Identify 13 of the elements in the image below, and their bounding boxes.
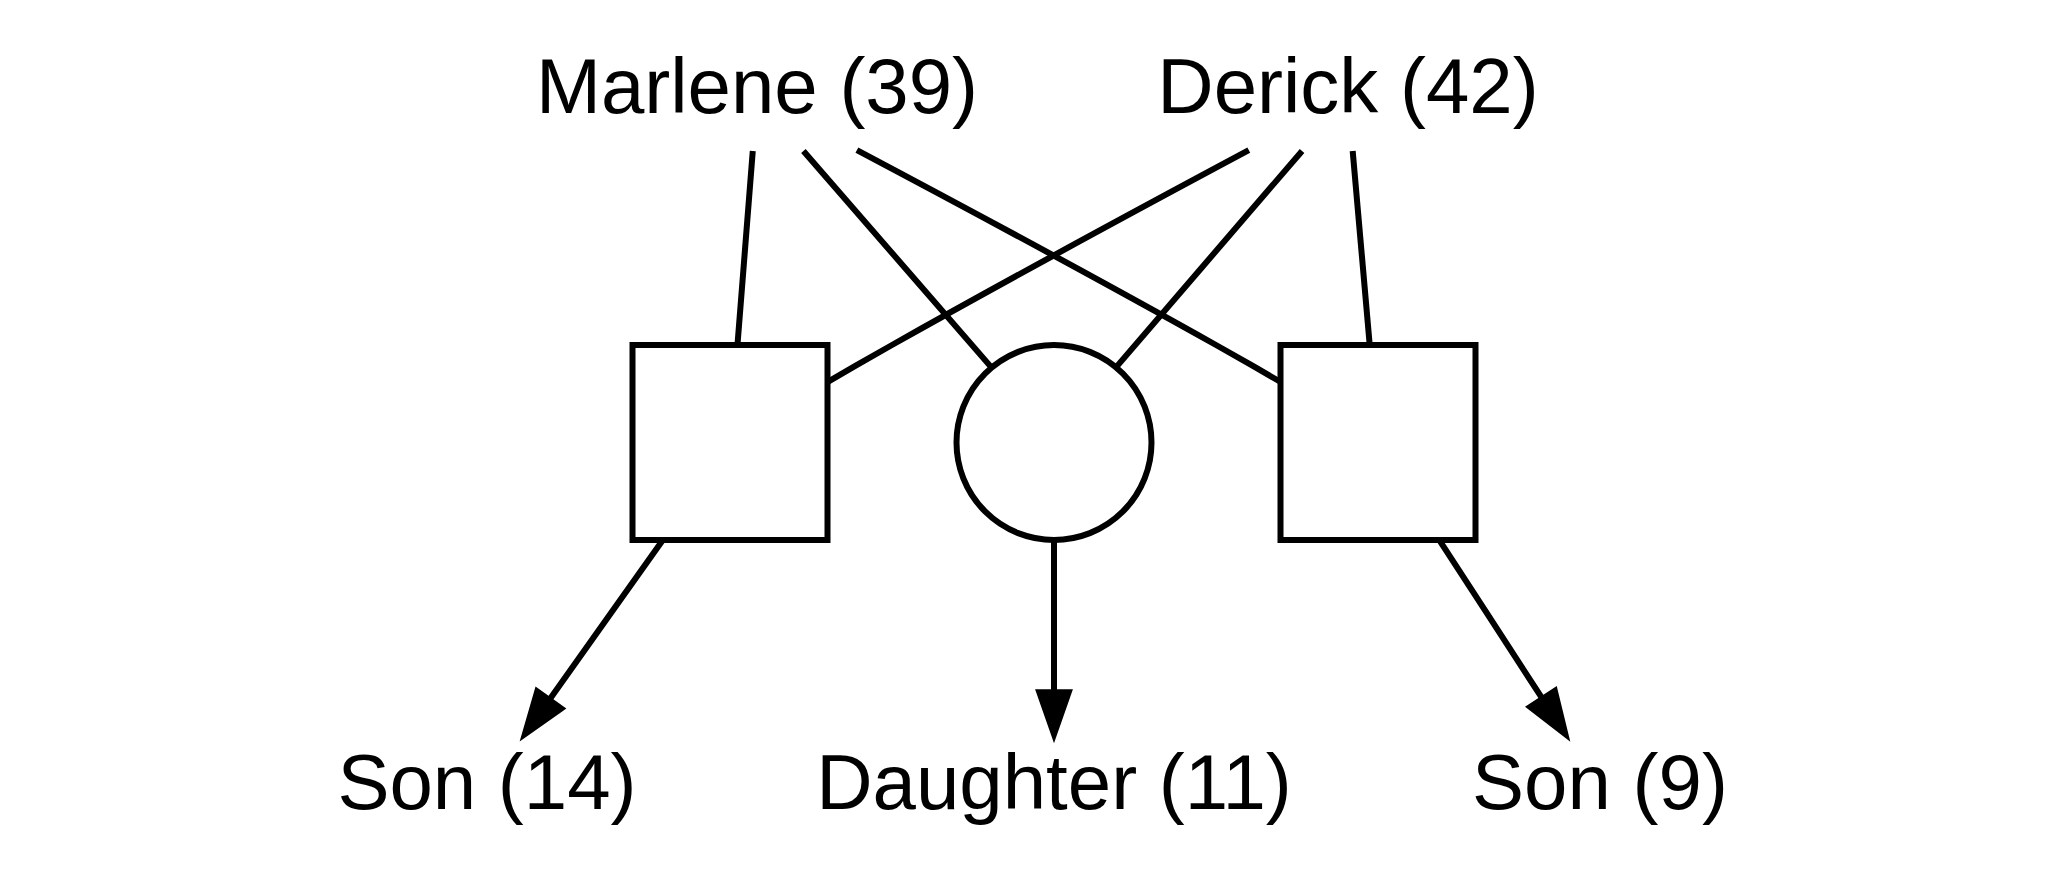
node-text: Son (14) — [336, 737, 637, 826]
connector — [1114, 148, 1304, 368]
connector — [734, 150, 756, 344]
node-text: Marlene (39) — [535, 41, 978, 130]
node-text: Daughter (11) — [815, 737, 1292, 826]
node-text: Son (9) — [1471, 737, 1728, 826]
connector — [800, 148, 994, 369]
arrow — [1034, 540, 1073, 743]
connector — [1349, 150, 1373, 344]
node-text: Derick (42) — [1156, 41, 1539, 130]
node-box — [1277, 341, 1478, 543]
node-box — [629, 341, 830, 543]
node-circle — [953, 341, 1154, 543]
